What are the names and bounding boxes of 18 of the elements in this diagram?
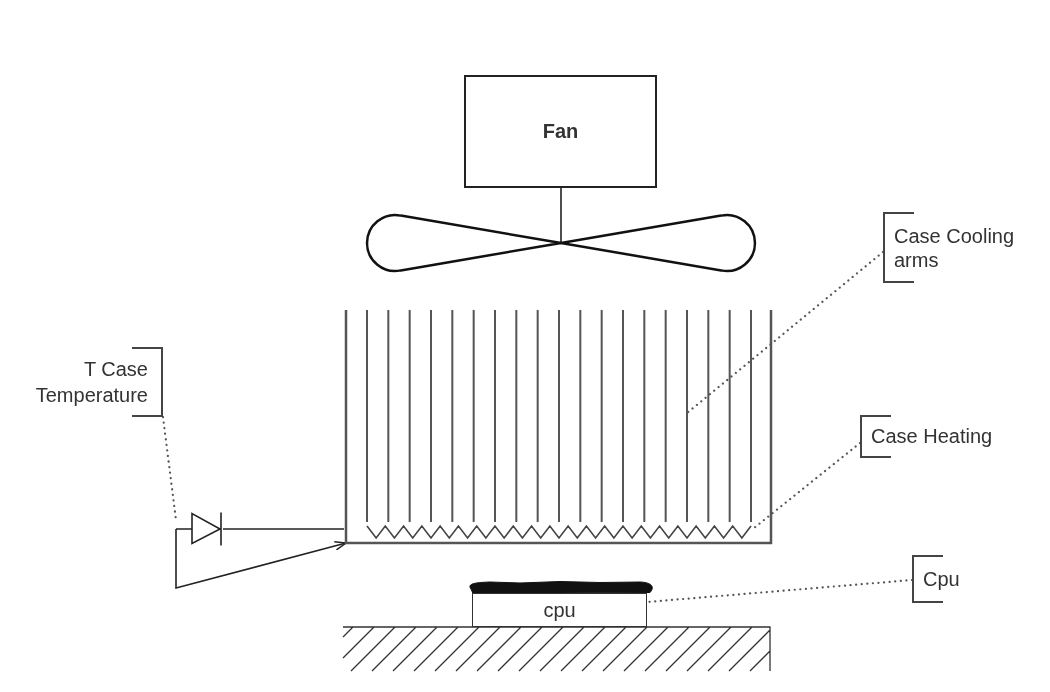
annotation-text: T Case Temperature (34, 357, 148, 408)
fan-propeller (366, 214, 756, 273)
fan-box (464, 75, 657, 188)
leader-line (752, 441, 862, 530)
heat-sink-case (344, 309, 774, 545)
diode-symbol (176, 512, 223, 546)
shaft-line (560, 187, 562, 244)
zigzag-heating-element (367, 526, 751, 538)
leader-line (685, 250, 885, 415)
annotation-text: Case Cooling arms (894, 223, 1016, 272)
fan-label: Fan (542, 119, 579, 144)
arrow (175, 528, 347, 590)
annotation-text: Cpu (923, 566, 960, 592)
wire-line (222, 528, 345, 530)
cpu-chip (472, 593, 647, 627)
cpu-label: cpu (543, 597, 576, 623)
cooling-fins (367, 310, 751, 522)
annotation-text: Case Heating (871, 424, 993, 449)
